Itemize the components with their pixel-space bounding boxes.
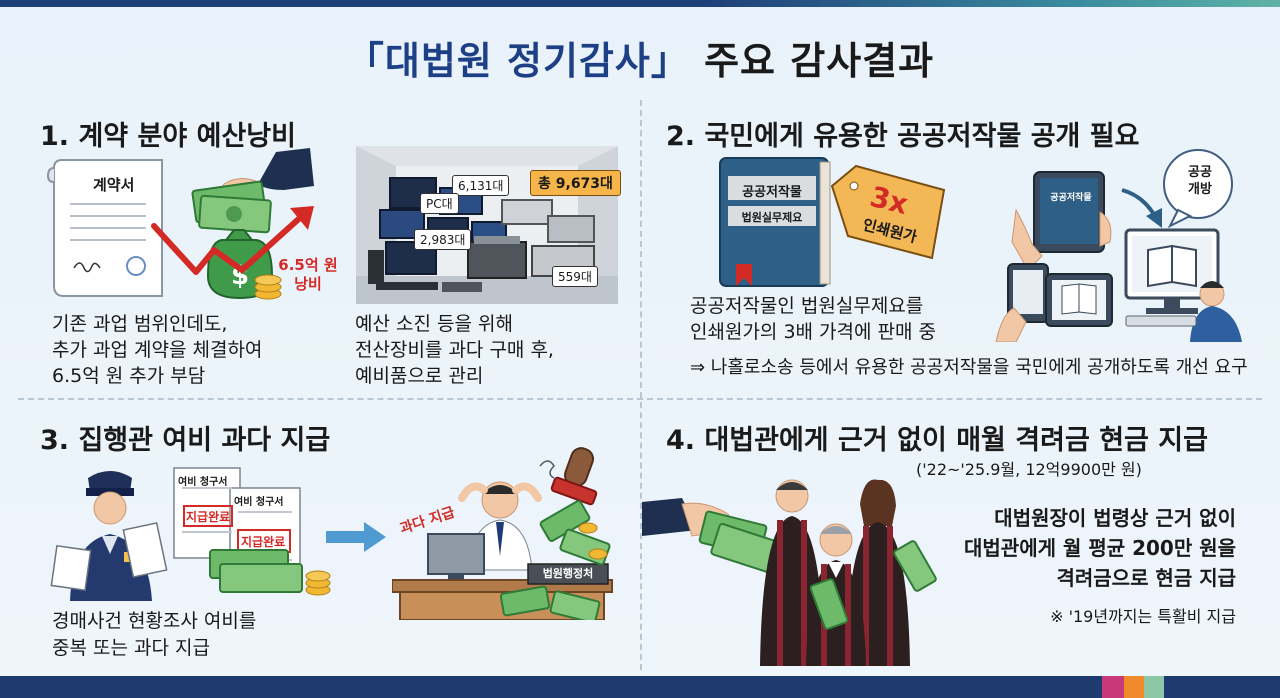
section-2-text: 공공저작물인 법원실무제요를 인쇄원가의 3배 가격에 판매 중 [690, 293, 936, 345]
s4-line-3: 격려금으로 현금 지급 [1056, 566, 1236, 590]
tag-2983: 2,983대 [414, 229, 472, 250]
s4-line-2: 대법관에게 월 평균 200만 원을 [964, 536, 1236, 560]
vertical-divider [640, 100, 642, 670]
tablet-label: 공공저작물 [1050, 193, 1092, 203]
s1-left-line-1: 기존 과업 범위인데도, [52, 313, 228, 335]
bailiff-claims-illustration [50, 467, 331, 601]
justices-cash-illustration [642, 479, 937, 666]
section-2-improvement: ⇒ 나홀로소송 등에서 유용한 공공저작물을 국민에게 공개하도록 개선 요구 [690, 357, 1248, 378]
s2-line-2: 인쇄원가의 3배 가격에 판매 중 [690, 321, 937, 343]
admin-office-illustration [392, 447, 613, 620]
waste-amount-line-2: 낭비 [294, 275, 322, 293]
section-3-text: 경매사건 현황조사 여비를 중복 또는 과다 지급 [52, 608, 256, 662]
section-1-heading: 1. 계약 분야 예산낭비 [40, 121, 296, 152]
claim-doc-1-title: 여비 청구서 [178, 477, 228, 488]
title-highlight: 「대법원 정기감사」 [345, 39, 690, 83]
s1-right-line-3: 예비품으로 관리 [355, 365, 484, 387]
paid-stamp-1: 지급완료 [186, 510, 231, 524]
page-title: 「대법원 정기감사」 주요 감사결과 [0, 30, 1280, 85]
claim-doc-2-title: 여비 청구서 [234, 497, 284, 508]
s4-line-1: 대법원장이 법령상 근거 없이 [994, 506, 1236, 530]
accent-swatch-navy [1164, 676, 1280, 698]
waste-amount-label: 6.5억 원 낭비 [278, 256, 338, 294]
waste-amount-line-1: 6.5억 원 [278, 256, 338, 274]
s3-line-1: 경매사건 현황조사 여비를 [52, 610, 257, 632]
accent-swatch-green [1144, 676, 1164, 698]
flow-arrow [326, 522, 386, 552]
s1-right-line-2: 전산장비를 과다 구매 후, [355, 339, 554, 361]
bubble-line-1: 공공 [1188, 165, 1212, 180]
bubble-line-2: 개방 [1188, 182, 1212, 197]
accent-swatch-orange [1124, 676, 1144, 698]
section-4-heading: 4. 대법관에게 근거 없이 매월 격려금 현금 지급 [666, 425, 1208, 456]
section-1-right-text: 예산 소진 등을 위해 전산장비를 과다 구매 후, 예비품으로 관리 [355, 311, 554, 389]
bottom-accent-bar [0, 676, 1280, 698]
s2-line-1: 공공저작물인 법원실무제요를 [690, 295, 924, 317]
book-title: 공공저작물 [742, 185, 802, 200]
tag-total: 총 9,673대 [530, 170, 621, 196]
tag-6131: 6,131대 [452, 175, 510, 196]
book-price-illustration [719, 157, 946, 287]
tag-pc: PC대 [420, 193, 459, 214]
section-4-text: 대법원장이 법령상 근거 없이 대법관에게 월 평균 200만 원을 격려금으로… [930, 503, 1236, 593]
section-3-heading: 3. 집행관 여비 과다 지급 [40, 425, 331, 456]
contract-label: 계약서 [93, 176, 135, 194]
open-bubble: 공공 개방 [1172, 164, 1228, 198]
contract-money-illustration: $ [46, 148, 314, 300]
s1-left-line-2: 추가 과업 계약을 체결하여 [52, 339, 263, 361]
title-rest: 주요 감사결과 [689, 39, 935, 83]
public-open-illustration [995, 149, 1242, 342]
section-4-note: ※ '19년까지는 특활비 지급 [1050, 607, 1236, 626]
top-accent-bar [0, 0, 1280, 7]
s1-left-line-3: 6.5억 원 추가 부담 [52, 365, 206, 387]
section-1-left-text: 기존 과업 범위인데도, 추가 과업 계약을 체결하여 6.5억 원 추가 부담 [52, 311, 262, 389]
horizontal-divider [18, 398, 1262, 400]
book-subtitle: 법원실무제요 [741, 211, 803, 224]
admin-office-plate: 법원행정처 [542, 567, 594, 580]
tag-559: 559대 [552, 266, 598, 287]
s1-right-line-1: 예산 소진 등을 위해 [355, 313, 513, 335]
section-4-period: ('22~'25.9월, 12억9900만 원) [916, 460, 1142, 479]
accent-swatch-pink [1102, 676, 1124, 698]
s3-line-2: 중복 또는 과다 지급 [52, 637, 210, 659]
paid-stamp-2: 지급완료 [241, 535, 286, 549]
section-2-heading: 2. 국민에게 유용한 공공저작물 공개 필요 [666, 121, 1140, 152]
